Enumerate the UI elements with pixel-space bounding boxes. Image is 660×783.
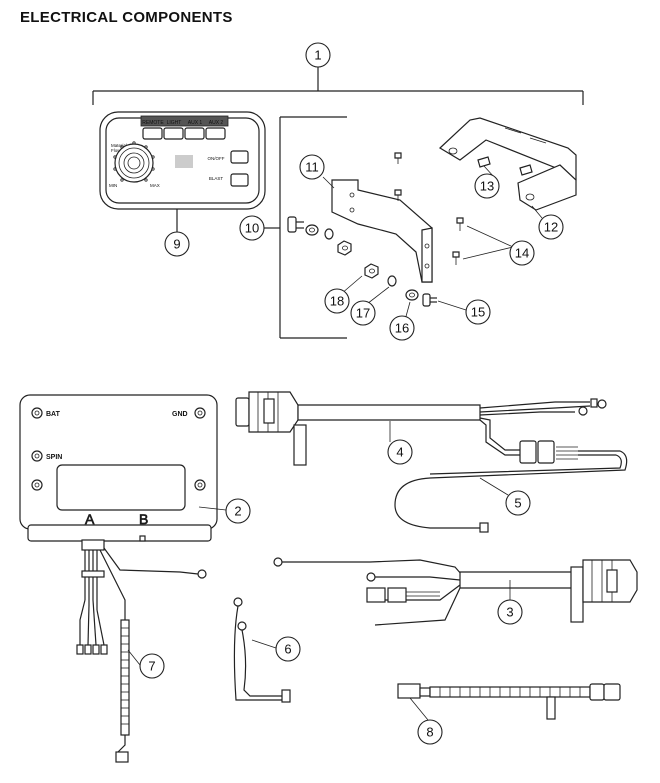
svg-text:Flow: Flow bbox=[111, 148, 121, 153]
svg-text:8: 8 bbox=[426, 725, 433, 740]
knob-min-label: MIN bbox=[109, 183, 117, 188]
svg-text:12: 12 bbox=[544, 220, 558, 235]
svg-text:1: 1 bbox=[314, 48, 321, 63]
mounting-plate bbox=[331, 179, 433, 283]
controller-panel: REMOTE LIGHT AUX 1 AUX 2 Material Flow M… bbox=[99, 111, 266, 232]
material-flow-label: Material bbox=[111, 143, 127, 148]
callout-8: 8 bbox=[417, 719, 443, 745]
callout-16: 16 bbox=[389, 315, 415, 341]
svg-text:10: 10 bbox=[245, 221, 259, 236]
callout-14: 14 bbox=[509, 240, 535, 266]
callout-4: 4 bbox=[387, 439, 413, 465]
callout-6: 6 bbox=[275, 636, 301, 662]
u-bracket bbox=[439, 117, 577, 211]
harness-4 bbox=[235, 391, 607, 466]
screws bbox=[394, 152, 402, 201]
port-a-label: A bbox=[85, 511, 95, 527]
control-module: BAT GND SPIN A B bbox=[19, 394, 227, 542]
remote-label: REMOTE bbox=[142, 120, 164, 126]
svg-text:7: 7 bbox=[148, 659, 155, 674]
spin-label: SPIN bbox=[46, 454, 62, 461]
knob-max-label: MAX bbox=[150, 183, 160, 188]
callout-7: 7 bbox=[139, 653, 165, 679]
svg-text:11: 11 bbox=[305, 160, 319, 175]
svg-text:4: 4 bbox=[396, 445, 403, 460]
light-label: LIGHT bbox=[167, 120, 182, 126]
port-b-label: B bbox=[139, 511, 148, 527]
remote-button bbox=[142, 127, 163, 140]
light-button bbox=[163, 127, 184, 140]
module-display bbox=[56, 464, 186, 511]
kit-bracket bbox=[92, 67, 584, 105]
svg-text:16: 16 bbox=[395, 321, 409, 336]
callout-2: 2 bbox=[225, 498, 251, 524]
on-off-button bbox=[230, 150, 249, 164]
display-window bbox=[175, 155, 193, 168]
harness-3 bbox=[273, 557, 638, 626]
svg-text:18: 18 bbox=[330, 294, 344, 309]
top-leaders bbox=[322, 165, 543, 321]
svg-text:15: 15 bbox=[471, 305, 485, 320]
aux2-label: AUX 2 bbox=[209, 120, 224, 126]
callout-18: 18 bbox=[324, 288, 350, 314]
callout-3: 3 bbox=[497, 599, 523, 625]
aux2-button bbox=[205, 127, 226, 140]
mount-frame-bracket bbox=[264, 116, 347, 339]
aux1-label: AUX 1 bbox=[188, 120, 203, 126]
on-off-label: ON/OFF bbox=[208, 156, 225, 161]
hardware-left bbox=[287, 216, 352, 256]
gnd-label: GND bbox=[172, 411, 188, 418]
cable-8 bbox=[397, 683, 621, 721]
page-title: ELECTRICAL COMPONENTS bbox=[20, 9, 233, 26]
cable-5 bbox=[394, 450, 628, 533]
blast-label: BLAST bbox=[209, 176, 224, 181]
bat-label: BAT bbox=[46, 411, 61, 418]
callout-12: 12 bbox=[538, 214, 564, 240]
callout-1: 1 bbox=[305, 42, 331, 68]
svg-text:14: 14 bbox=[515, 246, 529, 261]
callout-11: 11 bbox=[299, 154, 325, 180]
svg-text:9: 9 bbox=[173, 237, 180, 252]
flow-knob-dial bbox=[114, 143, 154, 183]
knob-tick-marks bbox=[113, 141, 155, 182]
callout-9: 9 bbox=[164, 231, 190, 257]
svg-text:3: 3 bbox=[506, 605, 513, 620]
blast-button bbox=[230, 173, 249, 187]
svg-text:5: 5 bbox=[514, 496, 521, 511]
callout-17: 17 bbox=[350, 300, 376, 326]
module-harness bbox=[76, 539, 207, 763]
svg-text:17: 17 bbox=[356, 306, 370, 321]
screws-14 bbox=[452, 217, 464, 265]
cable-6 bbox=[233, 597, 291, 703]
callout-5: 5 bbox=[505, 490, 531, 516]
svg-text:6: 6 bbox=[284, 642, 291, 657]
hardware-lower bbox=[364, 263, 437, 307]
svg-text:2: 2 bbox=[234, 504, 241, 519]
callout-10: 10 bbox=[239, 215, 265, 241]
aux1-button bbox=[184, 127, 205, 140]
svg-text:13: 13 bbox=[480, 179, 494, 194]
callout-15: 15 bbox=[465, 299, 491, 325]
callout-13: 13 bbox=[474, 173, 500, 199]
